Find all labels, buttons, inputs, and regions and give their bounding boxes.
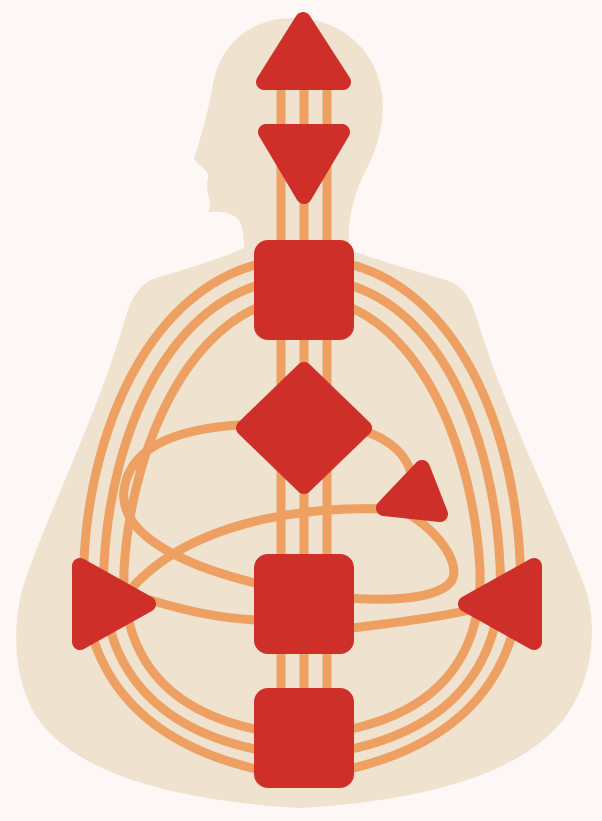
center-root bbox=[262, 696, 346, 780]
center-throat bbox=[262, 248, 346, 332]
center-sacral bbox=[262, 562, 346, 646]
